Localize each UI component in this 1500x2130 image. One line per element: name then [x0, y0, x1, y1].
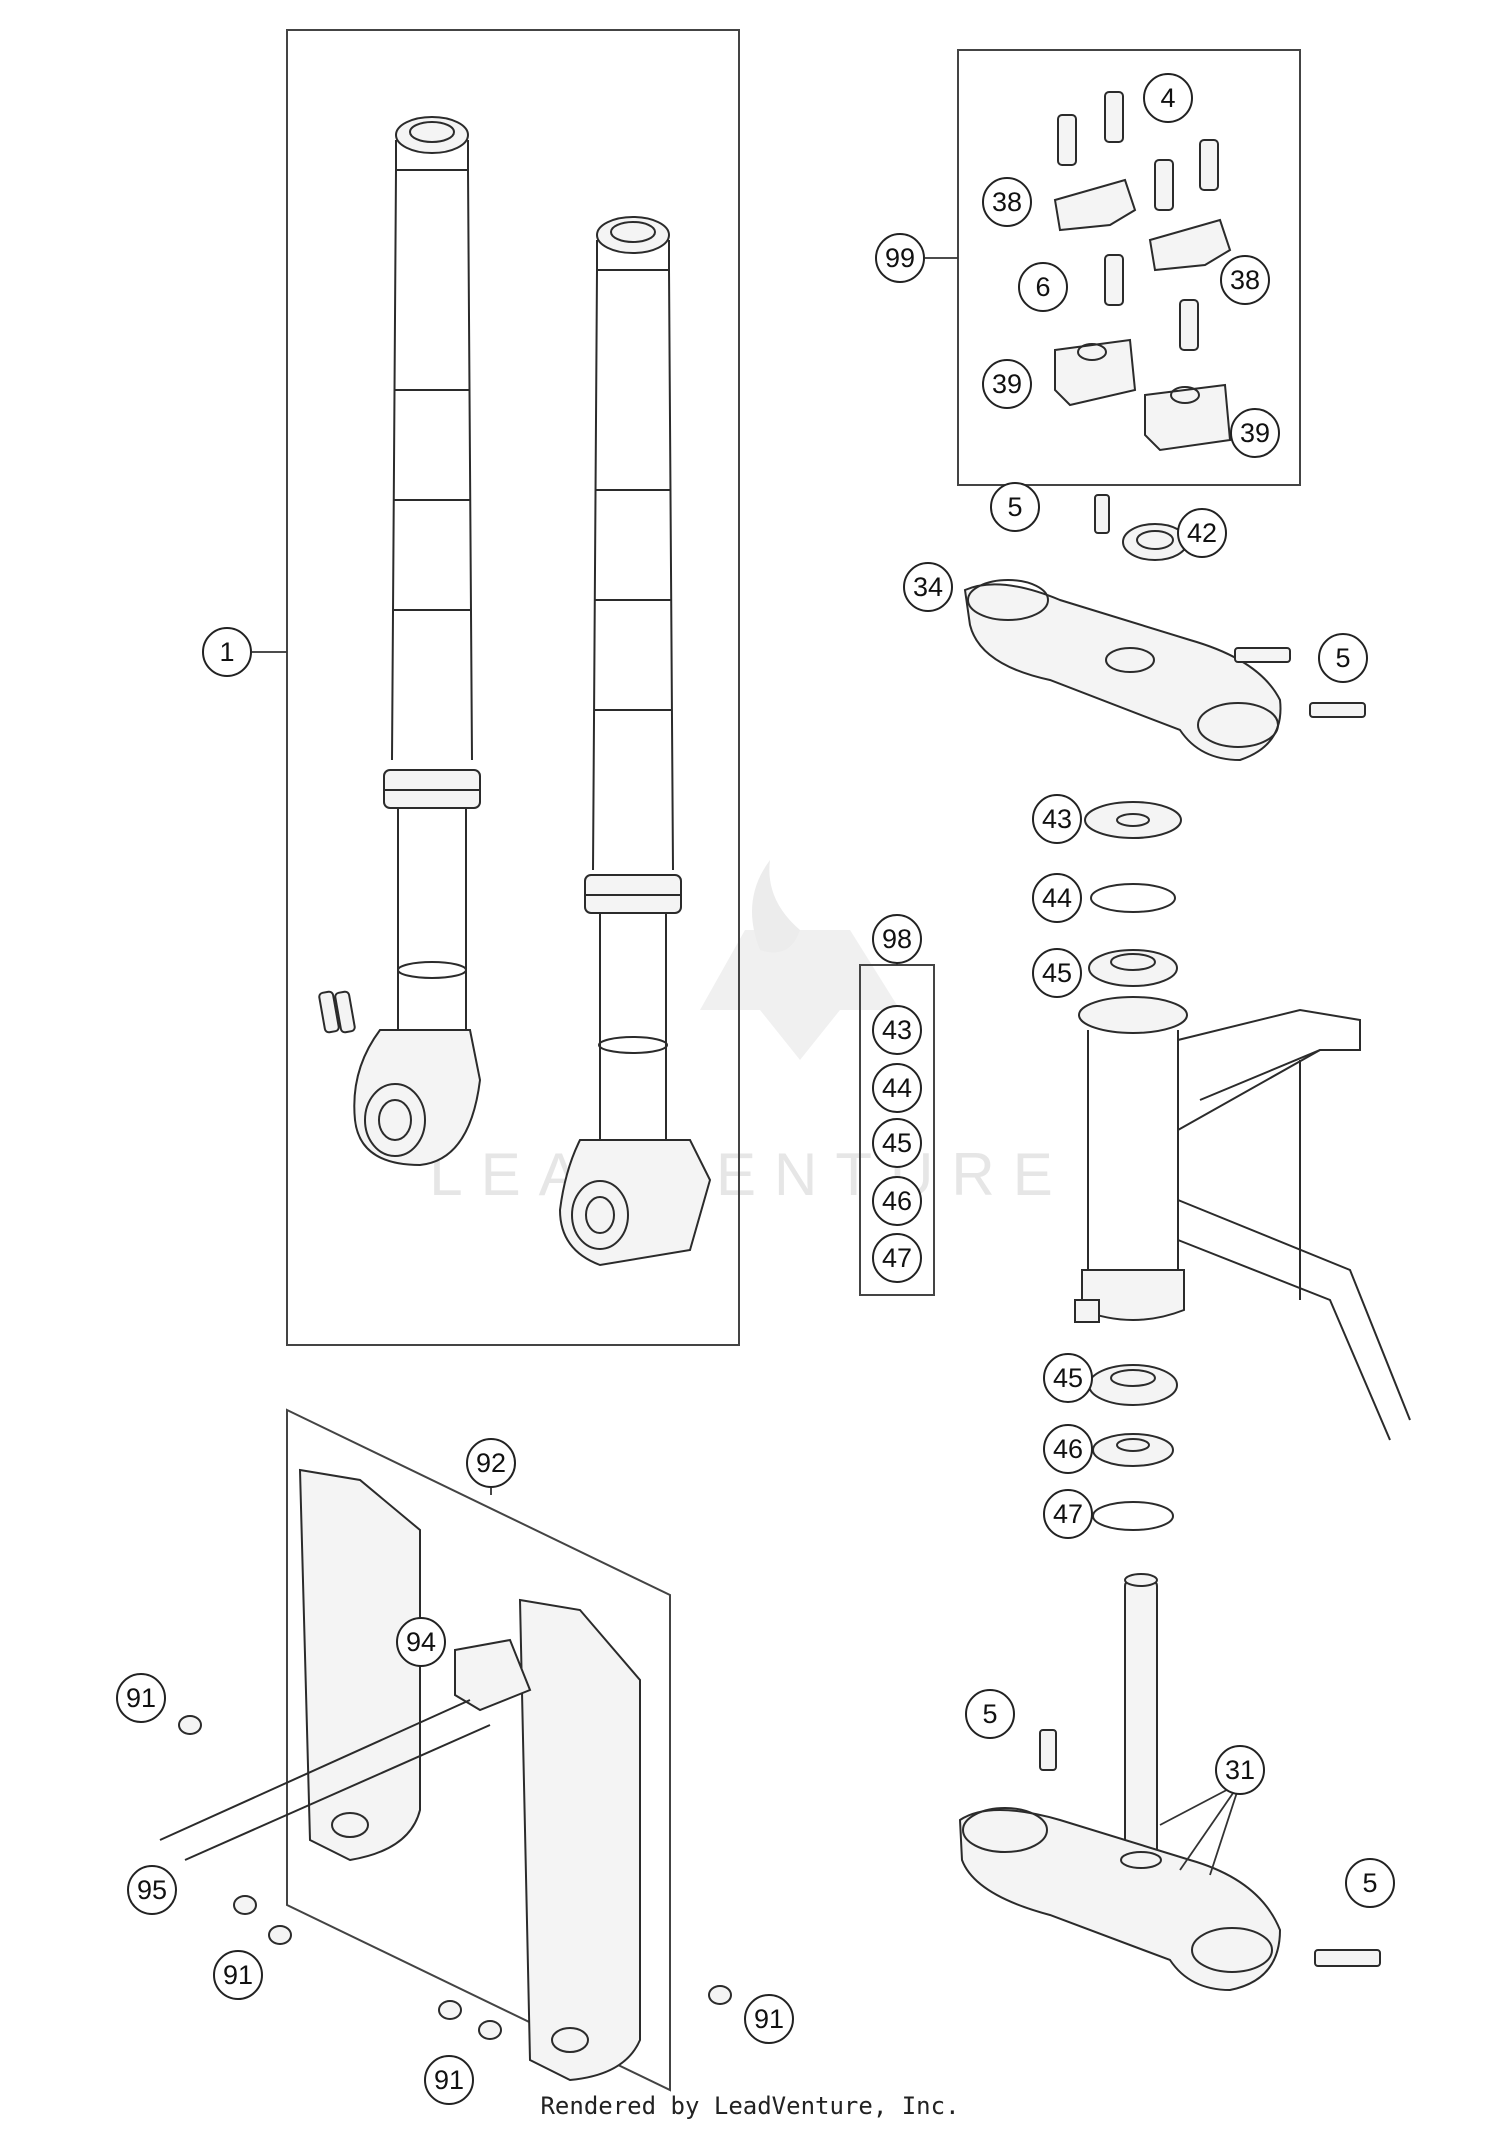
svg-text:45: 45 [1053, 1363, 1083, 1393]
svg-text:91: 91 [434, 2065, 464, 2095]
svg-text:98: 98 [882, 924, 912, 954]
kit-item-43: 43 [872, 1005, 922, 1055]
callout-42: 42 [1177, 508, 1227, 558]
callout-44: 44 [1032, 873, 1082, 923]
upper-triple-clamp [963, 494, 1366, 762]
callout-98: 98 [872, 914, 922, 964]
callout-46: 46 [1043, 1424, 1093, 1474]
svg-text:99: 99 [885, 243, 915, 273]
svg-text:91: 91 [126, 1683, 156, 1713]
svg-text:38: 38 [1230, 265, 1260, 295]
fork-leg-right [558, 216, 712, 1267]
upper-bearing-stack [1084, 801, 1182, 987]
callout-5-lower: 5 [965, 1689, 1015, 1739]
handlebar-clamp-parts [1053, 91, 1232, 452]
callout-43: 43 [1032, 794, 1082, 844]
callout-91-mid: 91 [213, 1950, 263, 2000]
callout-39-left: 39 [982, 359, 1032, 409]
fork-leg-left [353, 116, 482, 1167]
svg-text:39: 39 [992, 369, 1022, 399]
svg-text:47: 47 [882, 1243, 912, 1273]
fork-guards [298, 1468, 641, 2082]
svg-text:44: 44 [882, 1073, 912, 1103]
kit-item-45: 45 [872, 1118, 922, 1168]
svg-text:5: 5 [1007, 492, 1022, 522]
fork-bolts [318, 990, 356, 1034]
handlebar-clamp-box [957, 49, 1301, 486]
callout-5-right: 5 [1318, 633, 1368, 683]
lower-triple-clamp [958, 1573, 1381, 1992]
leader-lines [252, 257, 1241, 1876]
svg-text:46: 46 [1053, 1434, 1083, 1464]
callout-4: 4 [1143, 73, 1193, 123]
svg-text:45: 45 [1042, 958, 1072, 988]
svg-text:5: 5 [1335, 643, 1350, 673]
svg-text:47: 47 [1053, 1499, 1083, 1529]
svg-text:94: 94 [406, 1627, 436, 1657]
watermark-text: LEADVENTURE [429, 1141, 1070, 1208]
callout-47: 47 [1043, 1489, 1093, 1539]
fork-assembly-box [286, 29, 740, 1346]
lower-bearing-stack [1088, 1364, 1178, 1531]
callout-91-right: 91 [744, 1994, 794, 2044]
callout-1: 1 [202, 627, 252, 677]
callout-91-left: 91 [116, 1673, 166, 1723]
watermark-logo [700, 860, 900, 1060]
svg-text:92: 92 [476, 1448, 506, 1478]
svg-text:42: 42 [1187, 518, 1217, 548]
svg-text:38: 38 [992, 187, 1022, 217]
callout-45-lower: 45 [1043, 1353, 1093, 1403]
callout-31: 31 [1215, 1745, 1265, 1795]
svg-text:95: 95 [137, 1875, 167, 1905]
svg-text:39: 39 [1240, 418, 1270, 448]
svg-text:91: 91 [754, 2004, 784, 2034]
svg-text:44: 44 [1042, 883, 1072, 913]
svg-text:4: 4 [1160, 83, 1175, 113]
kit-item-46: 46 [872, 1176, 922, 1226]
fork-guard-box [286, 1408, 671, 2092]
callout-34: 34 [903, 562, 953, 612]
svg-text:5: 5 [1362, 1868, 1377, 1898]
svg-text:91: 91 [223, 1960, 253, 1990]
svg-text:46: 46 [882, 1186, 912, 1216]
callout-39-right: 39 [1230, 408, 1280, 458]
svg-text:43: 43 [882, 1015, 912, 1045]
callout-45-upper: 45 [1032, 948, 1082, 998]
svg-text:6: 6 [1035, 272, 1050, 302]
svg-text:34: 34 [913, 572, 943, 602]
guard-screws [159, 1699, 732, 2040]
callout-94: 94 [396, 1617, 446, 1667]
svg-text:31: 31 [1225, 1755, 1255, 1785]
callout-99: 99 [875, 233, 925, 283]
kit-item-47: 47 [872, 1233, 922, 1283]
frame-steering-head [1074, 996, 1411, 1441]
callout-95: 95 [127, 1865, 177, 1915]
callout-38-left: 38 [982, 177, 1032, 227]
svg-text:43: 43 [1042, 804, 1072, 834]
callout-5-lower-right: 5 [1345, 1858, 1395, 1908]
callout-91-bottom: 91 [424, 2055, 474, 2105]
footer-credit: Rendered by LeadVenture, Inc. [540, 2092, 960, 2120]
callout-92: 92 [466, 1438, 516, 1488]
kit-item-44: 44 [872, 1063, 922, 1113]
callout-6: 6 [1018, 262, 1068, 312]
callout-38-right: 38 [1220, 255, 1270, 305]
svg-text:45: 45 [882, 1128, 912, 1158]
svg-text:1: 1 [219, 637, 234, 667]
callout-5-top: 5 [990, 482, 1040, 532]
svg-text:5: 5 [982, 1699, 997, 1729]
